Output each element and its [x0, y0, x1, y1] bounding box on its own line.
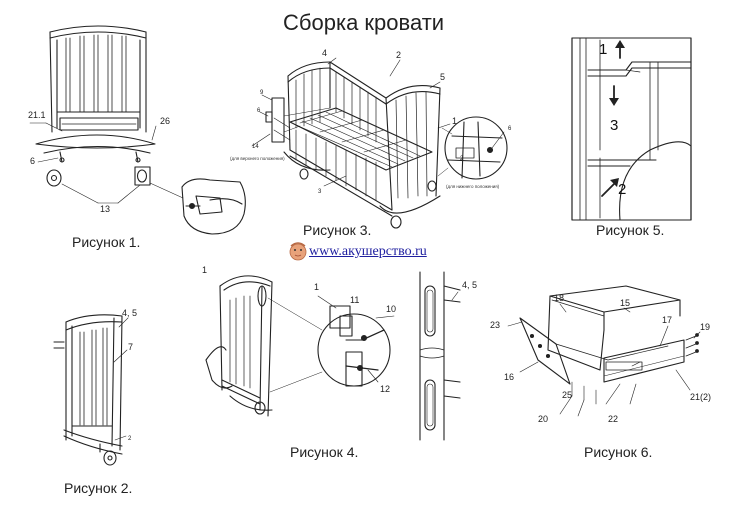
fig3-note-lower-position: (для нижнего положения) [446, 184, 500, 189]
figure-3-caption: Рисунок 3. [303, 222, 372, 238]
fig3-label-2: 2 [396, 50, 401, 60]
fig6-label-19: 19 [700, 322, 710, 332]
figure-2-drawing [53, 314, 129, 466]
fig3-label-1: 1 [452, 116, 457, 126]
fig6-label-15: 15 [620, 298, 630, 308]
fig1-label-21-1: 21.1 [28, 110, 46, 120]
figure-2-caption: Рисунок 2. [64, 480, 133, 496]
fig1-label-6: 6 [30, 156, 35, 166]
fig4-label-1-detail: 1 [314, 282, 319, 292]
fig3-label-5: 5 [440, 72, 445, 82]
fig2-label-2: 2 [128, 436, 132, 442]
figure-6-caption: Рисунок 6. [584, 444, 653, 460]
fig2-label-4-5: 4, 5 [122, 308, 137, 318]
website-link[interactable]: www.акушерство.ru [309, 244, 427, 259]
fig6-label-18: 18 [554, 293, 564, 303]
baby-face-icon [289, 242, 307, 261]
fig1-label-26: 26 [160, 116, 170, 126]
fig3-label-2-detail: 2 [460, 156, 464, 162]
figure-5-drawing [571, 37, 692, 221]
figure-1-caption: Рисунок 1. [72, 234, 141, 250]
fig5-label-2: 2 [618, 181, 626, 198]
fig6-label-20: 20 [538, 414, 548, 424]
page-title: Сборка кровати [283, 10, 445, 35]
fig4-label-12: 12 [380, 384, 390, 394]
fig6-label-16: 16 [504, 372, 514, 382]
fig6-label-21-2: 21(2) [690, 392, 711, 402]
fig5-label-3: 3 [610, 117, 618, 134]
fig4-label-11: 11 [350, 295, 359, 305]
fig4-label-1-panel: 1 [202, 265, 207, 275]
figure-4-caption: Рисунок 4. [290, 444, 359, 460]
fig3-label-14: 14 [252, 144, 259, 150]
fig4-label-10: 10 [386, 304, 396, 314]
figure-3-drawing [251, 57, 508, 229]
fig1-label-13: 13 [100, 204, 110, 214]
fig6-label-25: 25 [562, 390, 572, 400]
fig3-label-3: 3 [318, 189, 322, 195]
fig3-label-6-left: 6 [257, 108, 261, 114]
figure-1-drawing [29, 25, 246, 235]
fig3-note-upper-position: (для верхнего положения) [230, 156, 285, 161]
fig6-label-23: 23 [490, 320, 500, 330]
fig3-label-6-detail: 6 [508, 126, 512, 132]
fig6-label-17: 17 [662, 315, 672, 325]
fig3-label-9: 9 [260, 90, 264, 96]
fig2-label-7: 7 [128, 342, 133, 352]
figure-5-caption: Рисунок 5. [596, 222, 665, 238]
fig5-label-1: 1 [599, 41, 607, 58]
figure-4-drawing [205, 271, 461, 441]
fig6-label-22: 22 [608, 414, 618, 424]
fig4-label-4-5: 4, 5 [462, 280, 477, 290]
figure-6-drawing [507, 285, 701, 417]
fig3-label-4: 4 [322, 48, 327, 58]
